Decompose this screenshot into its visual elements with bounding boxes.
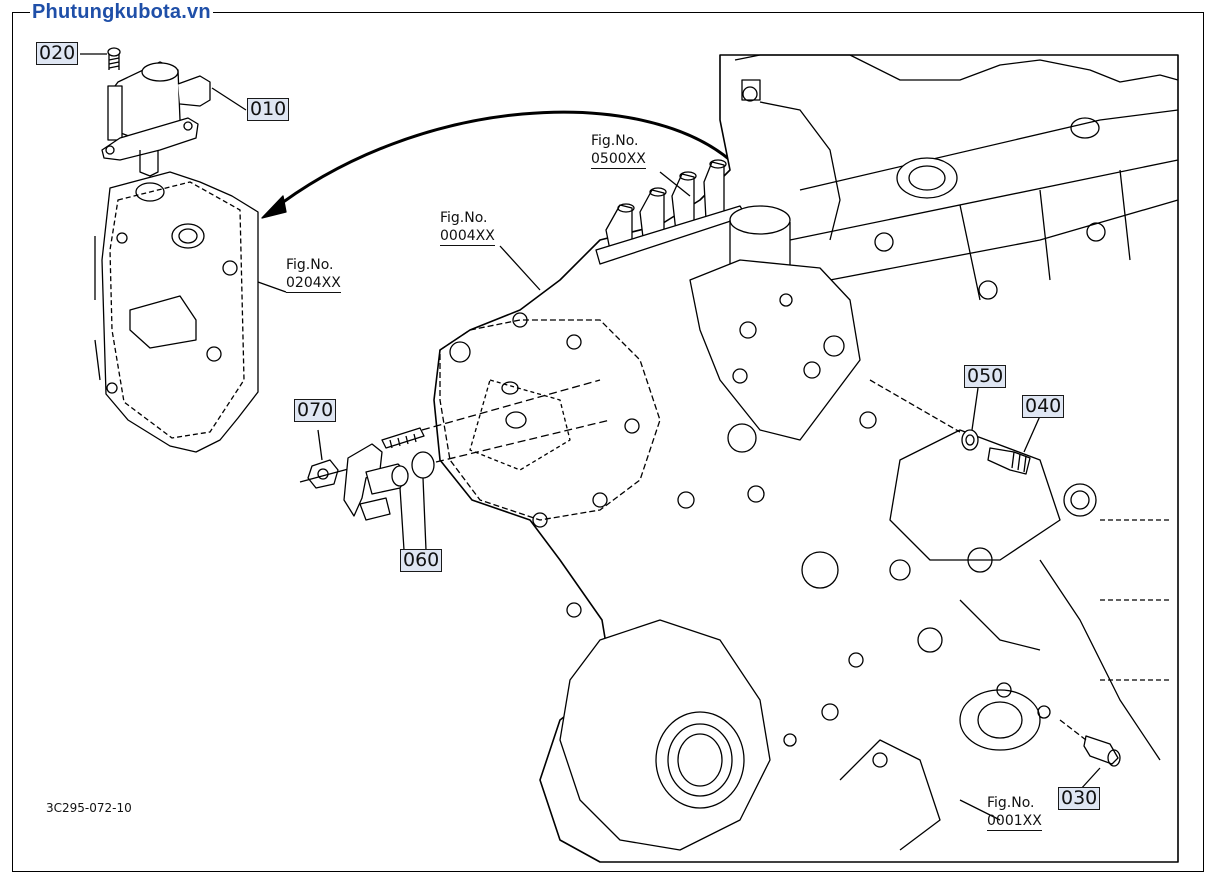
callout-020[interactable]: 020: [36, 42, 79, 65]
part-070-nut: [299, 429, 353, 489]
figref-0001-label: Fig.No.: [987, 795, 1035, 811]
figref-0500[interactable]: Fig.No. 0500XX: [591, 132, 646, 169]
figref-0001[interactable]: Fig.No. 0001XX: [987, 794, 1042, 831]
part-030-switch: [1059, 719, 1121, 791]
arrow-head: [261, 195, 287, 219]
part-060-sensor: [343, 379, 611, 551]
callout-060[interactable]: 060: [400, 549, 443, 572]
cover-housing: [94, 171, 287, 453]
gear-case: [439, 312, 765, 528]
engine-block: [433, 54, 1179, 863]
part-020-screw: [80, 47, 121, 70]
assembly-arrow: [269, 110, 731, 214]
injectors: [595, 159, 747, 265]
figref-0004[interactable]: Fig.No. 0004XX: [440, 209, 495, 246]
figref-0204[interactable]: Fig.No. 0204XX: [286, 256, 341, 293]
figref-0004-label: Fig.No.: [440, 210, 488, 226]
part-050-washer: [869, 379, 979, 451]
thermostat-housing: [689, 205, 877, 441]
figref-0204-number: 0204XX: [286, 275, 341, 293]
figref-0500-label: Fig.No.: [591, 133, 639, 149]
crank-area: [559, 429, 1170, 851]
figref-0500-number: 0500XX: [591, 151, 646, 169]
callout-030[interactable]: 030: [1058, 787, 1101, 810]
figref-0001-number: 0001XX: [987, 813, 1042, 831]
part-040-sensor: [987, 415, 1041, 475]
callout-010[interactable]: 010: [247, 98, 290, 121]
part-010-actuator: [101, 61, 247, 177]
figref-0004-number: 0004XX: [440, 228, 495, 246]
callout-050[interactable]: 050: [964, 365, 1007, 388]
drawing-code: 3C295-072-10: [46, 801, 132, 815]
callout-040[interactable]: 040: [1022, 395, 1065, 418]
figref-0204-label: Fig.No.: [286, 257, 334, 273]
callout-070[interactable]: 070: [294, 399, 337, 422]
site-title[interactable]: Phutungkubota.vn: [30, 1, 213, 24]
